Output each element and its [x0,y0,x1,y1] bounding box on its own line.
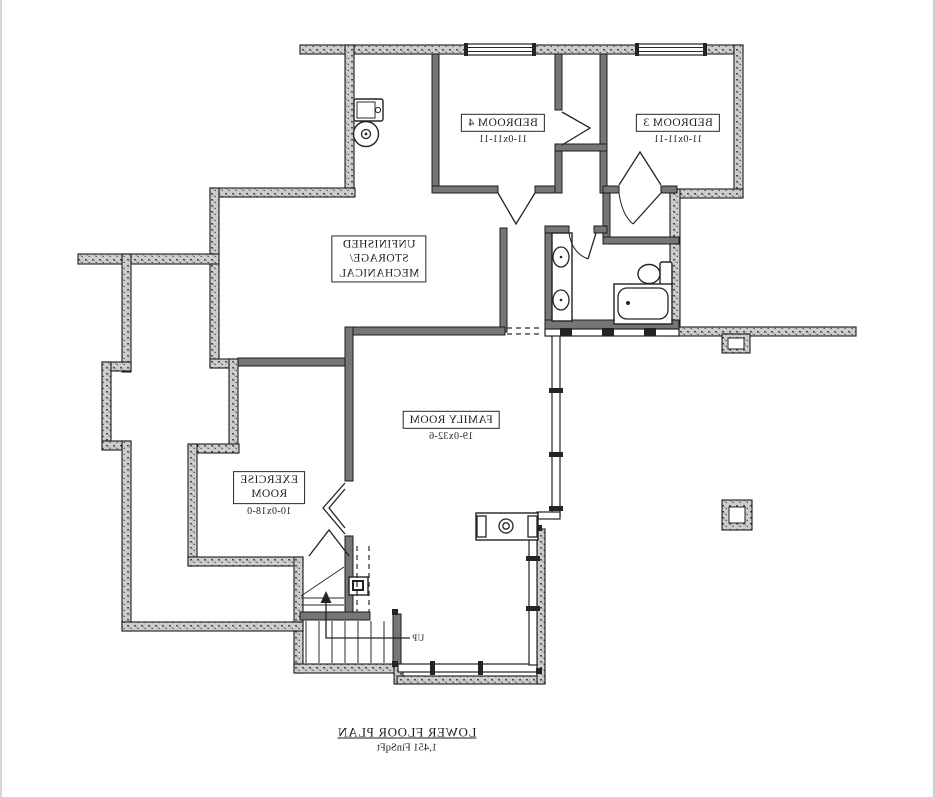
staircase [300,546,385,663]
plan-title: LOWER FLOOR PLAN [337,724,477,740]
bedroom3-window [635,43,707,56]
storage-line3: MECHANICAL [338,267,420,280]
plan-area: 1,451 FinSqFt [376,742,438,754]
exercise-line1: EXERCISE [239,474,299,487]
bedroom4-dims: 11-0x11-11 [478,134,528,146]
water-heater [352,120,380,148]
family-room-door [322,482,346,535]
bedroom4-closet-door [561,111,592,146]
bedroom3-dims: 11-0x11-11 [653,134,703,146]
bedroom4-name: BEDROOM 4 [461,113,545,133]
up-label: UP [411,633,425,643]
bedroom4-door [497,192,536,226]
bedroom3-door [618,150,662,186]
family-room-name: FAMILY ROOM [402,410,500,430]
fireplace [475,512,539,541]
exercise-room-door [308,528,350,557]
bathtub [613,283,673,325]
page-edge-right [933,0,935,797]
sump-unit [348,576,369,596]
storage-line1: UNFINISHED [342,238,416,251]
window-walls [392,328,680,675]
toilet [637,261,673,288]
exercise-line2: ROOM [250,488,288,501]
title-block: LOWER FLOOR PLAN 1,451 FinSqFt [338,725,477,754]
bedroom3-name: BEDROOM 3 [636,113,720,133]
family-room-label: FAMILY ROOM 19-0x32-6 [402,410,500,443]
exercise-dims: 10-0x18-0 [246,505,292,517]
bath-vanity [551,232,573,322]
up-arrow [320,591,410,639]
page-edge-left [0,0,2,797]
interior-walls [237,53,680,667]
storage-line2: STORAGE/ [349,252,409,265]
bedroom4-label: BEDROOM 4 11-0x11-11 [461,113,545,145]
deck-column-upper [721,333,751,354]
hall-nook-door-arc [618,192,634,225]
dashed-opening [507,327,543,335]
deck-column-lower [721,499,753,531]
door-symbols [308,111,662,557]
bedroom3-label: BEDROOM 3 11-0x11-11 [636,113,720,145]
family-room-dims: 19-0x32-6 [428,431,474,443]
exercise-room-label: EXERCISE ROOM 10-0x18-0 [232,471,306,517]
furnace [353,98,384,122]
storage-label: UNFINISHED STORAGE/ MECHANICAL [331,235,427,283]
bedroom4-window [464,43,536,56]
bath-door-arc [568,232,589,260]
